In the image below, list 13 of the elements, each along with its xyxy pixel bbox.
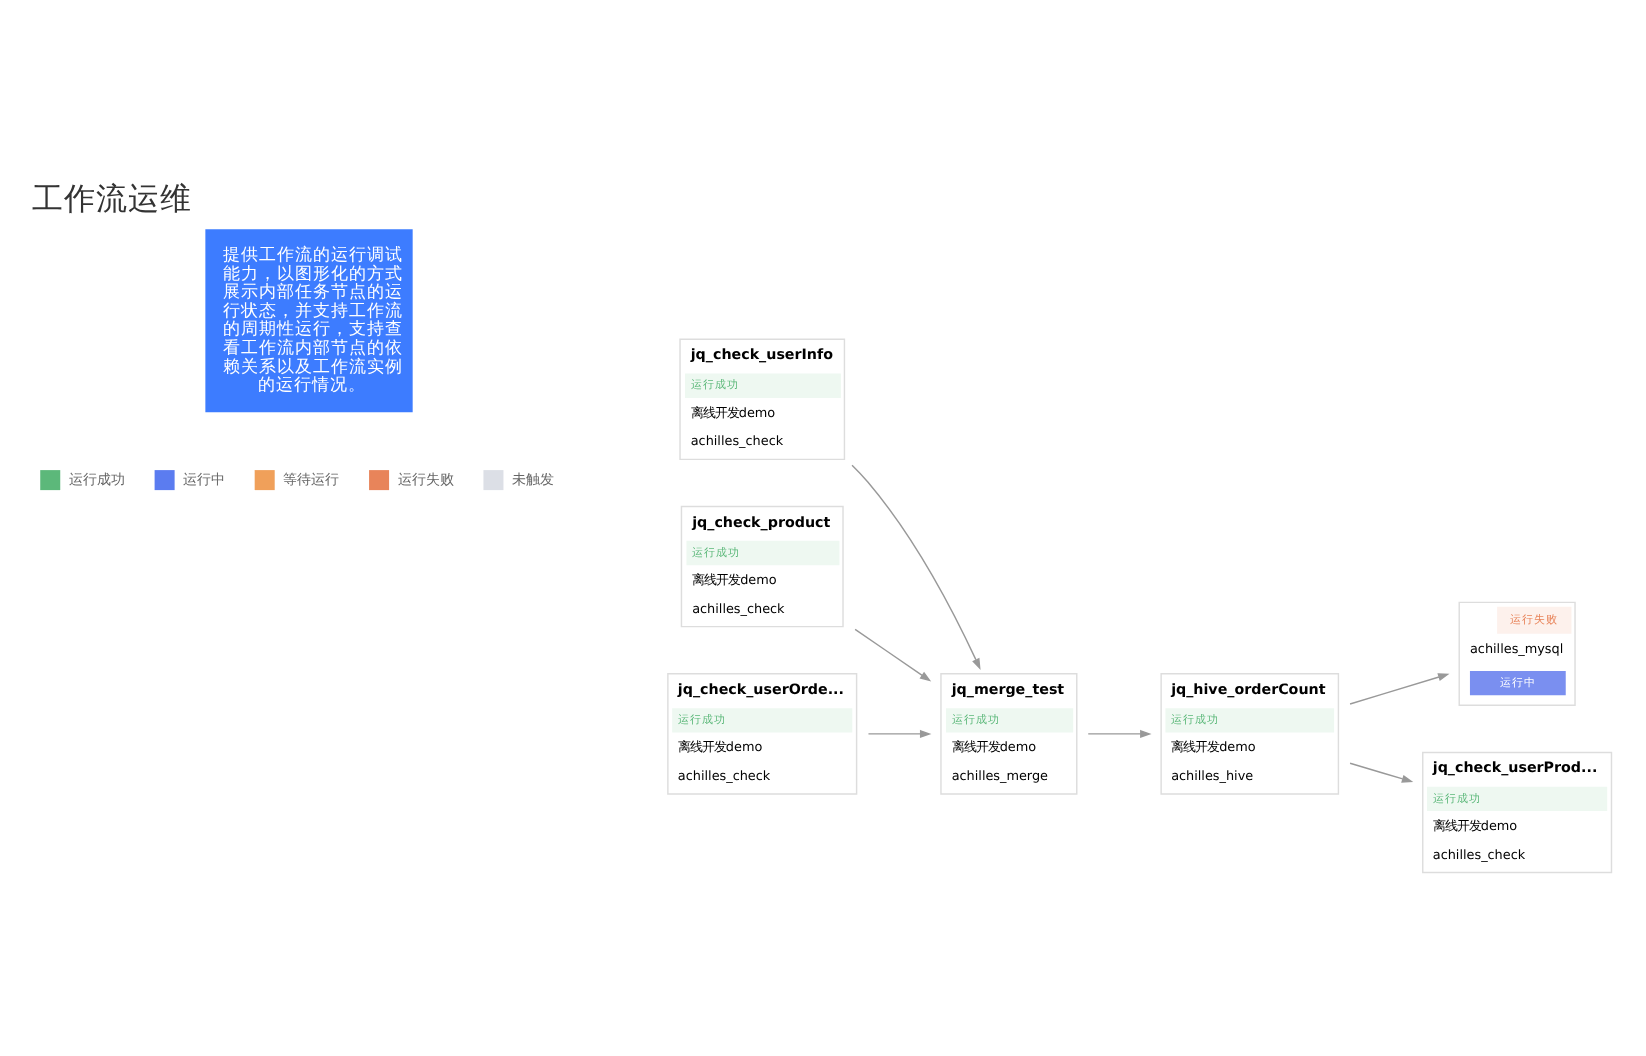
label: 提供工作流的运行调试能力，以图形化的方式展示内部任务节点的运行状态，并支持工作流的周期性运行，支持查看工作流内部节点的依赖关系以及工作流实例的运行情况。 [223, 246, 404, 397]
arrow [854, 628, 932, 682]
arrow [867, 729, 932, 738]
arrow [1349, 762, 1414, 783]
legend-label: 运行失败 [397, 469, 454, 488]
legend-label: 等待运行 [283, 469, 340, 488]
arrow [851, 464, 981, 670]
legend-label: 运行成功 [68, 469, 125, 488]
arrow [1349, 673, 1450, 705]
legend-label: 未触发 [512, 469, 555, 488]
diagram-title: 工作流运维 [32, 178, 193, 217]
legend-label: 运行中 [183, 469, 226, 488]
arrow [1087, 729, 1152, 738]
